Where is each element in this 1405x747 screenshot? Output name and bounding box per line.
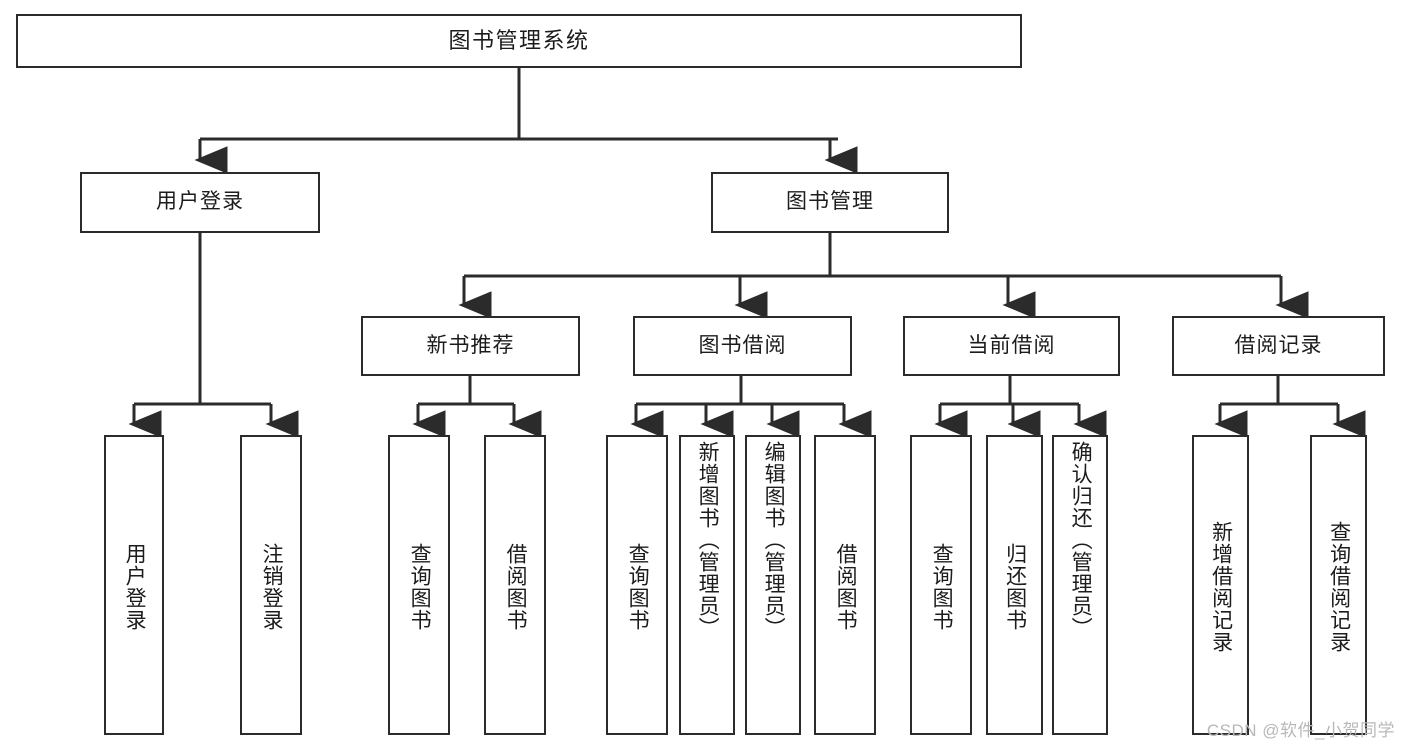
node-label: 借阅图书 <box>504 543 528 631</box>
node-label: 注销登录 <box>260 543 284 631</box>
node-label: 查询借阅记录 <box>1327 521 1351 653</box>
node-current-borrow[interactable]: 当前借阅 <box>903 316 1120 376</box>
node-label: 新增借阅记录 <box>1209 521 1233 653</box>
node-leaf-borrow-book-recommend[interactable]: 借阅图书 <box>484 435 546 735</box>
node-leaf-return-book[interactable]: 归还图书 <box>986 435 1043 735</box>
node-label: 新书推荐 <box>426 333 515 357</box>
node-leaf-query-book-borrow[interactable]: 查询图书 <box>606 435 668 735</box>
node-label: 查询图书 <box>626 543 650 631</box>
node-leaf-query-borrow-record[interactable]: 查询借阅记录 <box>1310 435 1367 735</box>
node-leaf-borrow-book[interactable]: 借阅图书 <box>814 435 876 735</box>
node-label: 用户登录 <box>123 543 147 631</box>
node-new-book-recommend[interactable]: 新书推荐 <box>361 316 580 376</box>
node-leaf-edit-book[interactable]: 编辑图书（管理员） <box>745 435 801 735</box>
node-leaf-add-book[interactable]: 新增图书（管理员） <box>679 435 735 735</box>
node-label: 图书借阅 <box>698 333 787 357</box>
node-book-management[interactable]: 图书管理 <box>711 172 949 233</box>
node-label: 图书管理系统 <box>448 28 590 54</box>
node-borrow-record[interactable]: 借阅记录 <box>1172 316 1385 376</box>
node-leaf-confirm-return[interactable]: 确认归还（管理员） <box>1052 435 1108 735</box>
node-label: 借阅记录 <box>1234 333 1323 357</box>
node-label: 当前借阅 <box>967 333 1056 357</box>
node-label: 新增图书（管理员） <box>696 441 720 639</box>
node-label: 查询图书 <box>930 543 954 631</box>
node-label: 查询图书 <box>408 543 432 631</box>
node-user-login[interactable]: 用户登录 <box>80 172 320 233</box>
node-label: 编辑图书（管理员） <box>762 441 786 639</box>
node-label: 确认归还（管理员） <box>1069 441 1093 639</box>
node-leaf-logout[interactable]: 注销登录 <box>240 435 302 735</box>
node-leaf-user-login[interactable]: 用户登录 <box>104 435 164 735</box>
watermark: CSDN @软件_小贺同学 <box>1206 721 1395 740</box>
node-label: 归还图书 <box>1003 543 1027 631</box>
node-label: 借阅图书 <box>834 543 858 631</box>
node-label: 用户登录 <box>156 190 244 214</box>
node-book-borrow[interactable]: 图书借阅 <box>633 316 852 376</box>
node-leaf-query-book-recommend[interactable]: 查询图书 <box>388 435 450 735</box>
node-label: 图书管理 <box>786 190 874 214</box>
node-leaf-add-borrow-record[interactable]: 新增借阅记录 <box>1192 435 1249 735</box>
node-root-system[interactable]: 图书管理系统 <box>16 14 1022 68</box>
node-leaf-query-book-current[interactable]: 查询图书 <box>910 435 972 735</box>
